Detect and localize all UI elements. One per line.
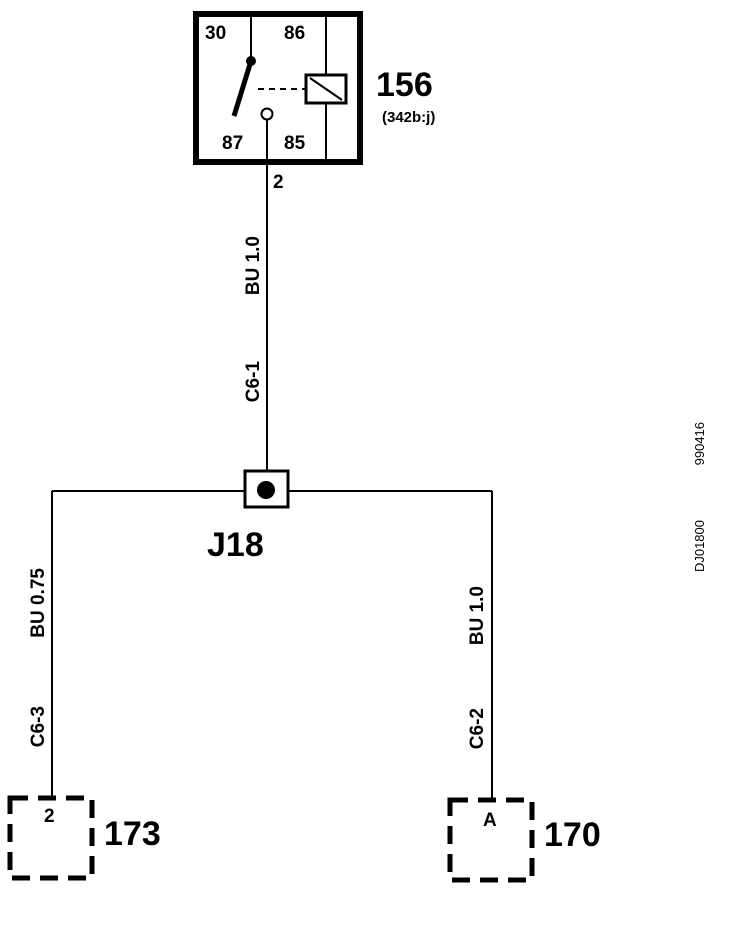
pin-label-86: 86: [284, 23, 305, 44]
wire-right: BU 1.0 C6-2: [467, 491, 493, 800]
wire-left: BU 0.75 C6-3: [28, 491, 53, 798]
relay-156: 30 86 87 85 156 (342b:j): [193, 11, 435, 165]
relay-box: [193, 11, 363, 165]
pin-label-87: 87: [222, 133, 243, 154]
wire-top-code: C6-1: [243, 361, 264, 403]
relay-contact-87: [260, 107, 274, 121]
wire-right-spec: BU 1.0: [467, 586, 488, 645]
doc-date: 990416: [692, 422, 707, 465]
relay-coil-slash: [309, 77, 343, 101]
relay-output-pin: 2: [273, 172, 284, 193]
wire-left-spec: BU 0.75: [28, 568, 49, 638]
connector-173-id: 173: [104, 815, 161, 853]
wire-right-code: C6-2: [467, 708, 488, 749]
doc-number: DJ01800: [692, 520, 707, 572]
relay-ref: (342b:j): [382, 109, 435, 126]
relay-switch-arm: [231, 60, 254, 117]
wire-top: 2 BU 1.0 C6-1: [243, 162, 284, 476]
connector-173-box: [7, 795, 95, 881]
relay-id: 156: [376, 66, 433, 104]
pin-label-85: 85: [284, 133, 306, 154]
connector-173-pin: 2: [44, 806, 55, 827]
connector-170-id: 170: [544, 816, 601, 854]
wire-top-spec: BU 1.0: [243, 236, 264, 295]
pin-label-30: 30: [205, 23, 226, 44]
connector-170: A 170: [447, 797, 601, 883]
junction-j18: J18: [52, 469, 492, 564]
junction-id: J18: [207, 526, 264, 564]
connector-170-box: [447, 797, 535, 883]
wire-left-code: C6-3: [28, 706, 49, 747]
connector-170-pin: A: [483, 810, 497, 831]
junction-dot: [257, 481, 275, 499]
connector-173: 2 173: [7, 795, 161, 881]
